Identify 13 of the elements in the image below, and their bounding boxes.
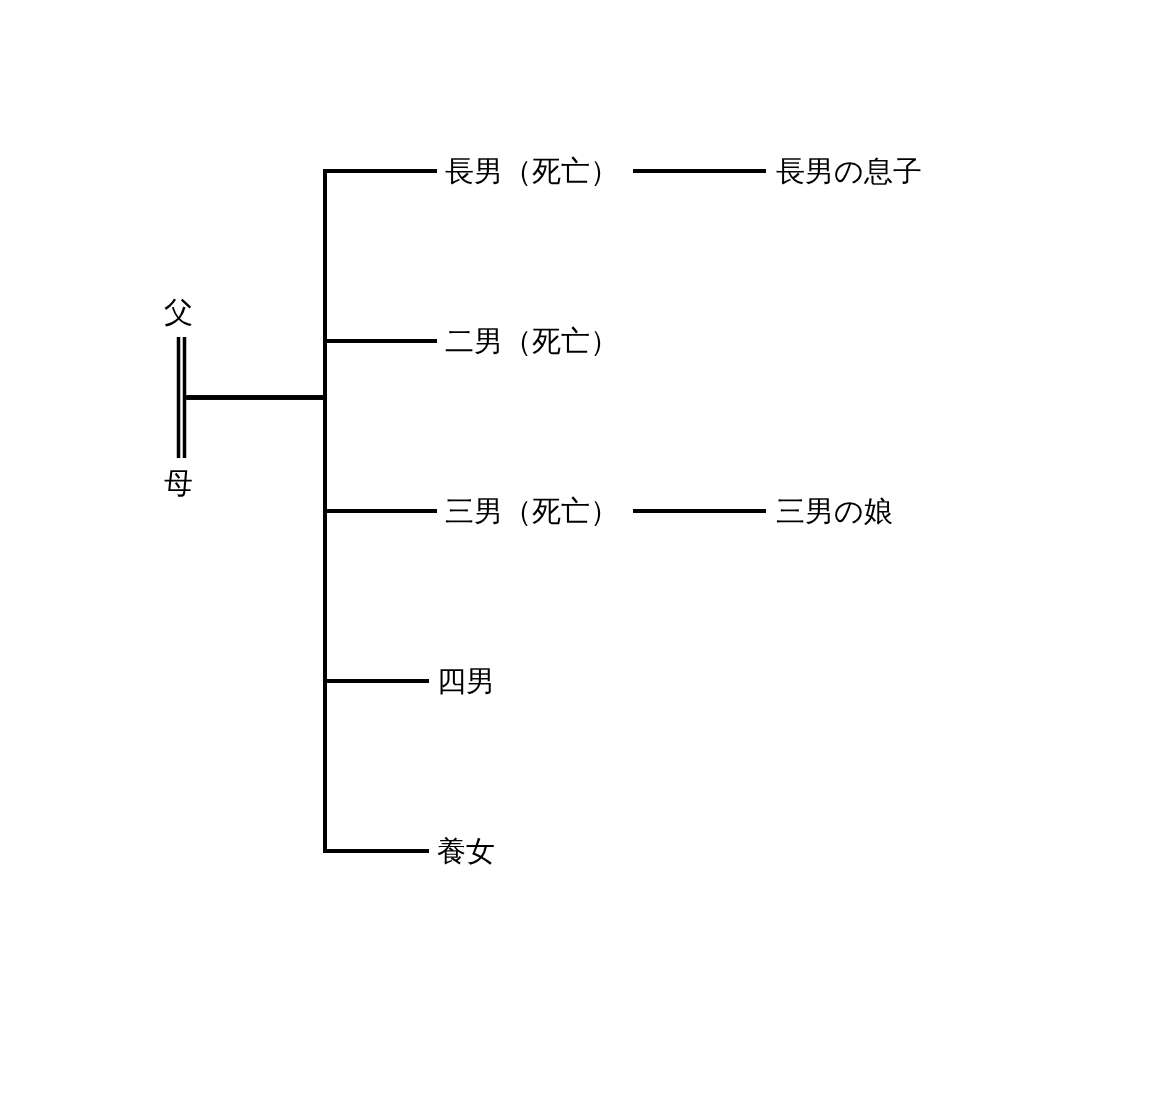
person-label: 四男 (437, 664, 495, 698)
connector-line (186, 395, 429, 853)
person-label: 父 (164, 295, 193, 329)
person-label: 三男（死亡） (445, 494, 619, 528)
person-label: 長男の息子 (776, 154, 922, 188)
person-label: 三男の娘 (776, 494, 893, 528)
double-line (176, 335, 187, 460)
person-label: 二男（死亡） (445, 324, 619, 358)
person-label: 母 (164, 466, 193, 500)
connector-line (633, 169, 766, 173)
person-label: 養女 (437, 834, 495, 868)
person-label: 長男（死亡） (445, 154, 619, 188)
connector-line (633, 509, 766, 513)
